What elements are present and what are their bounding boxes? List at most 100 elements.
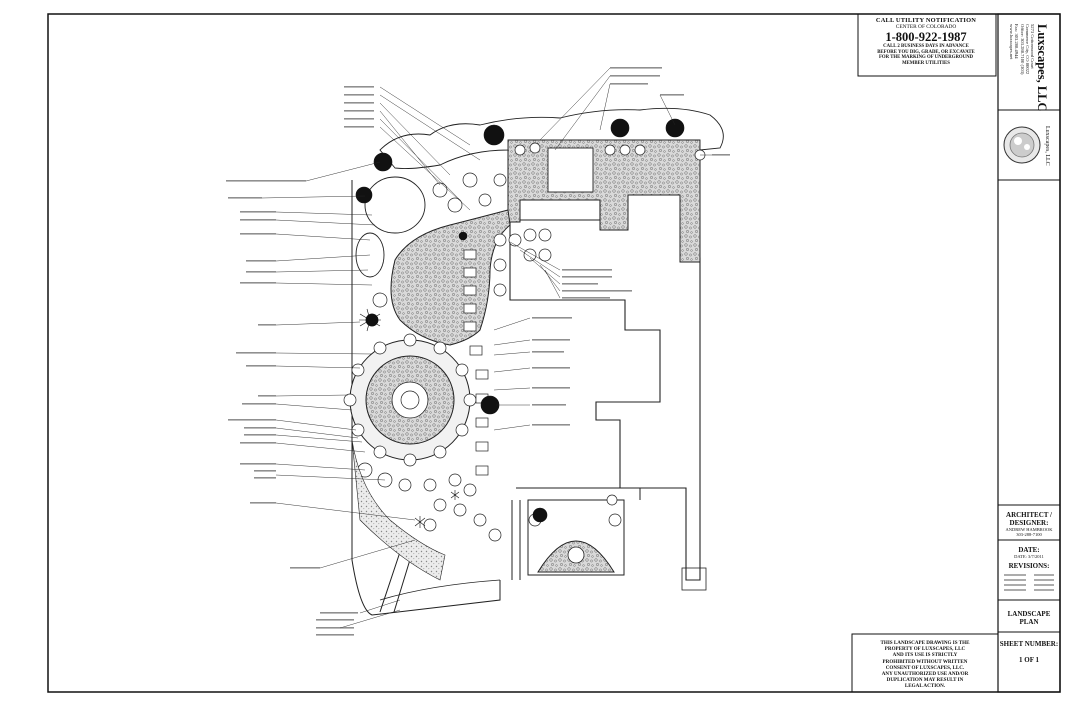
callout-note-mark — [610, 75, 660, 77]
property-line — [351, 180, 501, 616]
lawn-area — [351, 439, 446, 581]
lower-patio — [527, 499, 625, 576]
property-line: PROPERTY OF LUXSCAPES, LLC — [884, 646, 966, 653]
callout-note-mark — [240, 282, 276, 284]
callout-note-mark — [240, 442, 276, 444]
date-cell: DATE: DATE: 3/7/2011 REVISIONS: — [998, 544, 1060, 574]
utility-center: CENTER OF COLORADO — [895, 24, 957, 30]
plan-cell: LANDSCAPE PLAN — [998, 608, 1060, 638]
utility-note-line: FOR THE MARKING OF UNDERGROUND — [878, 55, 974, 61]
callout-note-mark — [562, 283, 598, 285]
architect-cell: ARCHITECT / DESIGNER: ANDREW HAMBROOK 30… — [998, 509, 1060, 539]
serpentine-walkway — [390, 209, 511, 346]
callout-note-mark — [228, 197, 262, 199]
company-website: www.luxscapes.net — [1009, 24, 1015, 60]
callout-note-mark — [236, 352, 276, 354]
callout-note-mark — [246, 260, 276, 262]
callout-note-mark — [562, 290, 632, 292]
callout-note-mark — [562, 297, 610, 299]
callout-note-mark — [240, 219, 276, 221]
logo-label: Luxscapes, LLC — [1044, 126, 1050, 166]
callout-note-mark — [228, 419, 276, 421]
property-notice: THIS LANDSCAPE DRAWING IS THE PROPERTY O… — [858, 640, 992, 690]
callout-note-mark — [562, 276, 612, 278]
title-block-border — [997, 13, 1061, 693]
callout-note-mark — [344, 118, 374, 120]
architect-label: ARCHITECT / DESIGNER: — [1006, 511, 1052, 527]
callout-note-mark — [254, 470, 276, 472]
callout-note-mark — [258, 395, 276, 397]
planting-beds — [355, 107, 724, 278]
callout-note-mark — [660, 94, 684, 96]
callout-note-mark — [344, 86, 374, 88]
callout-note-mark — [290, 567, 320, 569]
architect-phone: 303-288-7100 — [1016, 532, 1042, 537]
stepping-path — [463, 249, 489, 476]
callout-note-mark — [532, 404, 566, 406]
sheet-border — [47, 13, 1061, 693]
callout-note-mark — [532, 424, 570, 426]
callout-note-mark — [258, 324, 276, 326]
utility-note-line: CALL 2 BUSINESS DAYS IN ADVANCE — [883, 44, 969, 49]
utility-note-line: MEMBER UTILITIES — [902, 60, 950, 66]
callout-note-mark — [344, 102, 374, 104]
utility-notification: CALL UTILITY NOTIFICATION CENTER OF COLO… — [860, 17, 992, 73]
property-line: PROHIBITED WITHOUT WRITTEN — [882, 658, 968, 665]
callout-note-mark — [532, 351, 564, 353]
house-footprint — [509, 191, 701, 581]
company-info: Luxscapes, LLC 5273 Cottonwood Court Com… — [1008, 24, 1049, 119]
property-line: ANY UNAUTHORIZED USE AND/OR — [881, 671, 969, 678]
callout-note-mark — [244, 434, 276, 436]
date-label: DATE: — [1018, 546, 1040, 554]
callout-note-mark — [562, 269, 612, 271]
callout-note-mark — [240, 211, 276, 213]
callout-note-mark — [532, 339, 570, 341]
callout-note-mark — [344, 94, 374, 96]
callout-note-mark — [240, 463, 276, 465]
plan-label: LANDSCAPE PLAN — [1007, 610, 1051, 626]
company-office: Office: 303.288.7100 (303) — [1019, 24, 1025, 75]
property-line: AND ITS USE IS STRICTLY — [892, 652, 958, 659]
sheet-cell: SHEET NUMBER: 1 OF 1 — [998, 638, 1060, 688]
company-name: Luxscapes, LLC — [1035, 24, 1049, 112]
callout-note-mark — [240, 233, 276, 235]
callout-note-mark — [344, 126, 374, 128]
callout-note-mark — [344, 110, 374, 112]
callout-note-mark — [316, 627, 354, 629]
architect-name: ANDREW HAMBROOK — [1005, 527, 1053, 532]
callout-note-mark — [242, 403, 276, 405]
callout-note-mark — [246, 365, 276, 367]
callout-note-mark — [246, 271, 276, 273]
utility-title: CALL UTILITY NOTIFICATION — [875, 17, 977, 24]
callout-note-mark — [316, 634, 354, 636]
callout-note-mark — [532, 317, 572, 319]
callout-leaders — [261, 67, 712, 629]
sheet-of: 1 OF 1 — [1019, 656, 1039, 664]
utility-note-line: BEFORE YOU DIG, GRADE, OR EXCAVATE — [877, 49, 975, 55]
callout-note-mark — [226, 180, 306, 182]
callout-note-mark — [254, 477, 276, 479]
utility-phone: 1-800-922-1987 — [885, 30, 967, 44]
revisions-label: REVISIONS: — [1008, 562, 1050, 570]
property-line: LEGAL ACTION. — [904, 683, 946, 690]
callout-note-mark — [610, 67, 662, 69]
utility-box-border — [857, 13, 997, 77]
property-line: DUPLICATION MAY RESULT IN — [886, 677, 964, 684]
title-block: Luxscapes, LLC 5273 Cottonwood Court Com… — [998, 14, 1060, 692]
callout-note-mark — [316, 619, 354, 621]
callout-note-mark — [250, 502, 276, 504]
date-value: DATE: 3/7/2011 — [1014, 554, 1044, 559]
callout-note-mark — [244, 427, 276, 429]
property-line: CONSENT OF LUXSCAPES, LLC. — [885, 664, 965, 671]
property-box-border — [851, 633, 999, 693]
callout-note-mark — [610, 83, 648, 85]
callout-note-mark — [532, 367, 570, 369]
company-logo — [1003, 126, 1041, 164]
circular-patio — [349, 339, 471, 461]
company-city: Commerce City, CO 80022 — [1024, 24, 1030, 75]
callout-note-mark — [712, 154, 730, 156]
callout-note-mark — [532, 387, 570, 389]
property-line: THIS LANDSCAPE DRAWING IS THE — [880, 640, 970, 646]
callout-note-mark — [320, 612, 358, 614]
